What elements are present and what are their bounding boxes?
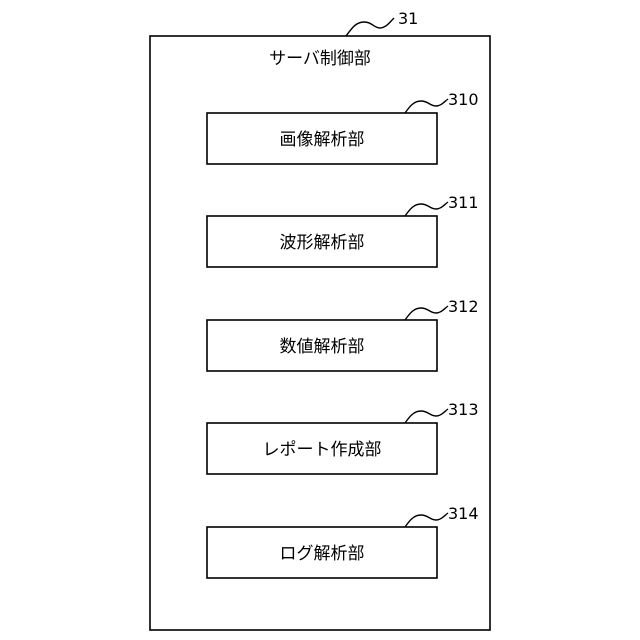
numeric-analysis-unit-label: 数値解析部 — [280, 337, 365, 357]
report-creation-unit-ref: 313 — [448, 400, 479, 419]
numeric-analysis-unit-leader-line — [405, 306, 448, 320]
image-analysis-unit-leader-line — [405, 99, 448, 113]
log-analysis-unit-label: ログ解析部 — [280, 544, 365, 564]
server-control-unit-leader-line — [346, 18, 394, 36]
log-analysis-unit-ref: 314 — [448, 504, 479, 523]
report-creation-unit-label: レポート作成部 — [263, 440, 382, 460]
waveform-analysis-unit-label: 波形解析部 — [280, 233, 365, 253]
server-control-unit-ref: 31 — [398, 9, 418, 28]
image-analysis-unit-label: 画像解析部 — [280, 130, 365, 150]
server-control-unit-box — [150, 36, 490, 630]
log-analysis-unit-leader-line — [405, 513, 448, 527]
image-analysis-unit-ref: 310 — [448, 90, 479, 109]
numeric-analysis-unit-ref: 312 — [448, 297, 479, 316]
server-control-unit-title: サーバ制御部 — [269, 49, 371, 69]
waveform-analysis-unit-ref: 311 — [448, 193, 479, 212]
waveform-analysis-unit-leader-line — [405, 202, 448, 216]
report-creation-unit-leader-line — [405, 409, 448, 423]
